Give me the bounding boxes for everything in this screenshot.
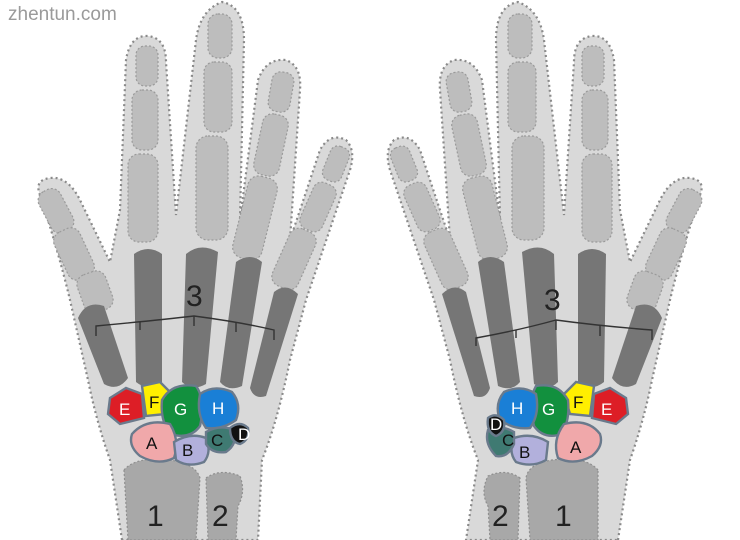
right-metacarpal-group-label: 3 — [544, 284, 561, 317]
svg-text:A: A — [570, 438, 582, 457]
svg-text:H: H — [511, 399, 523, 418]
svg-text:B: B — [519, 443, 530, 462]
svg-text:F: F — [573, 393, 583, 412]
svg-text:H: H — [212, 399, 224, 418]
svg-text:A: A — [146, 434, 158, 453]
right-radius-label: 1 — [555, 500, 572, 533]
right-ulna-label: 2 — [492, 500, 509, 533]
left-ulna-label: 2 — [212, 500, 229, 533]
left-hand: 1 2 3 E F — [35, 2, 353, 540]
svg-text:F: F — [149, 393, 159, 412]
svg-text:D: D — [490, 415, 502, 434]
svg-text:G: G — [542, 400, 555, 419]
svg-text:C: C — [502, 431, 514, 450]
right-hand: 1 2 3 E F G — [388, 2, 706, 540]
svg-text:E: E — [119, 400, 130, 419]
svg-text:E: E — [601, 400, 612, 419]
svg-text:B: B — [182, 441, 193, 460]
svg-text:D: D — [238, 425, 250, 444]
svg-text:C: C — [211, 431, 223, 450]
svg-text:G: G — [174, 400, 187, 419]
left-metacarpal-group-label: 3 — [186, 280, 203, 313]
left-radius-label: 1 — [147, 500, 164, 533]
